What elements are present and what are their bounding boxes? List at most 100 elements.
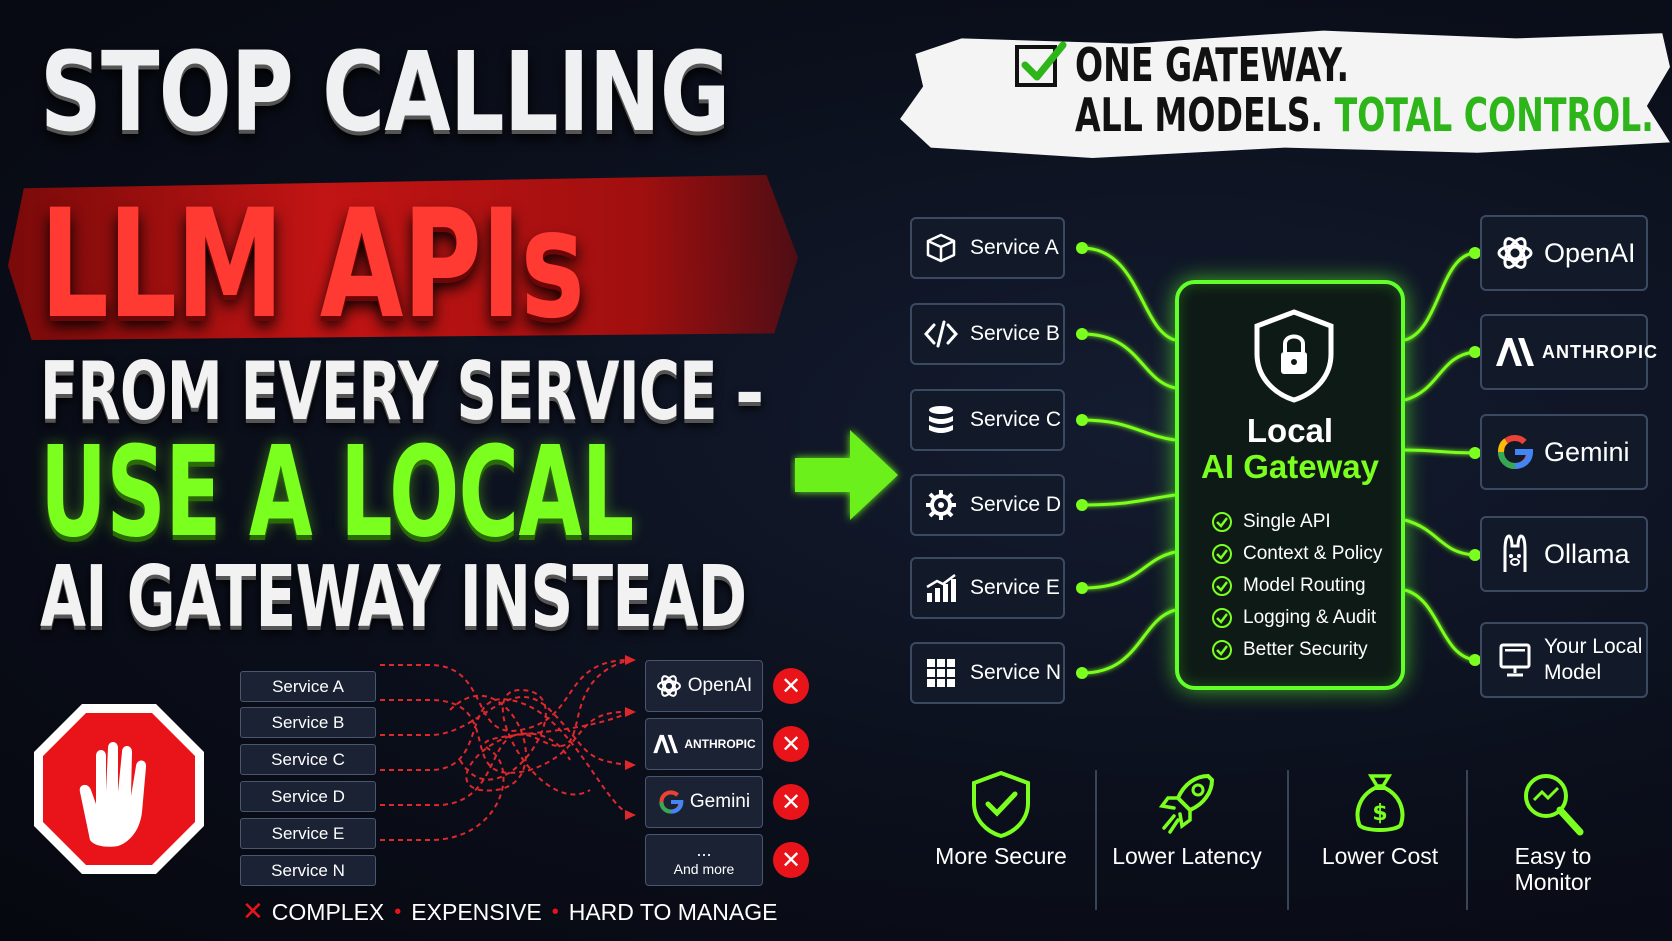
problem-label: COMPLEX — [271, 898, 385, 925]
more-label: And more — [673, 861, 735, 877]
problem-label: EXPENSIVE — [411, 898, 542, 925]
check-circle-icon — [1212, 576, 1232, 596]
service-label: Service D — [970, 493, 1062, 516]
mess-provider-anthropic: ANTHROPIC — [645, 718, 763, 770]
database-icon — [924, 403, 958, 437]
checkbox-icon — [1015, 41, 1067, 87]
divider — [1287, 770, 1289, 910]
provider-gemini-box: Gemini — [1480, 414, 1648, 490]
benefit-label: More Secure — [935, 843, 1067, 869]
gateway-title-2: AI Gateway — [1201, 448, 1379, 485]
x-icon: ✕ — [773, 784, 809, 820]
check-circle-icon — [1212, 544, 1232, 564]
provider-label: Ollama — [1544, 538, 1630, 569]
mess-service-n: Service N — [240, 855, 376, 886]
openai-icon — [1494, 232, 1536, 274]
service-d-box: Service D — [910, 474, 1065, 536]
headline-line-4: USE A LOCAL — [40, 420, 634, 565]
check-circle-icon — [1212, 512, 1232, 532]
red-brush-band — [8, 175, 798, 340]
mess-service-a: Service A — [240, 671, 376, 702]
benefit-lower-cost: $ Lower Cost — [1295, 770, 1465, 869]
mess-service-b: Service B — [240, 707, 376, 738]
headline-line-5: AI GATEWAY INSTEAD — [40, 548, 747, 647]
service-label: Service B — [970, 322, 1060, 345]
feature-item: Model Routing — [1211, 575, 1366, 597]
feature-item: Single API — [1211, 511, 1331, 533]
divider — [1095, 770, 1097, 910]
stop-hand-icon — [34, 704, 204, 874]
code-icon — [924, 317, 958, 351]
feature-label: Context & Policy — [1243, 543, 1383, 564]
banner-line-2a: ALL MODELS. — [1075, 88, 1324, 142]
google-icon — [659, 790, 684, 814]
gateway-title-1: Local — [1246, 412, 1334, 449]
anthropic-icon — [1494, 331, 1534, 373]
grid-icon — [924, 656, 958, 690]
more-dots: ... — [696, 840, 712, 860]
shield-lock-icon — [1254, 309, 1334, 403]
mess-provider-gemini: Gemini — [645, 776, 763, 828]
benefit-more-secure: More Secure — [916, 770, 1086, 869]
x-icon: ✕ — [773, 668, 809, 704]
feature-label: Better Security — [1243, 639, 1368, 660]
computer-icon — [1494, 639, 1536, 681]
chart-icon — [924, 571, 958, 605]
anthropic-icon — [653, 734, 679, 754]
mess-service-d: Service D — [240, 781, 376, 812]
headline-line-1: STOP CALLING — [40, 28, 730, 156]
headline-line-3: FROM EVERY SERVICE – — [40, 345, 764, 438]
problems-footer: ✕ COMPLEX • EXPENSIVE • HARD TO MANAGE — [242, 897, 777, 927]
service-a-box: Service A — [910, 217, 1065, 279]
feature-label: Model Routing — [1243, 575, 1366, 596]
x-icon: ✕ — [773, 726, 809, 762]
benefit-label: Lower Cost — [1321, 843, 1439, 869]
benefit-label: Lower Latency — [1112, 843, 1262, 869]
feature-label: Single API — [1243, 511, 1331, 532]
provider-label: Gemini — [1544, 436, 1630, 467]
service-e-box: Service E — [910, 557, 1065, 619]
provider-anthropic-box: ANTHROPIC — [1480, 314, 1657, 390]
service-label: Service N — [970, 661, 1062, 684]
headline-line-2: LLM APIs — [40, 178, 585, 352]
bullet-icon: • — [551, 900, 559, 923]
service-b-box: Service B — [910, 303, 1065, 365]
feature-label: Logging & Audit — [1243, 607, 1377, 628]
service-c-box: Service C — [910, 389, 1065, 451]
banner-line-2b: TOTAL CONTROL. — [1334, 88, 1654, 142]
money-bag-icon: $ — [1355, 774, 1405, 832]
service-label: Service C — [970, 408, 1062, 431]
check-circle-icon — [1212, 608, 1232, 628]
problem-label: HARD TO MANAGE — [568, 898, 778, 925]
svg-text:$: $ — [1372, 801, 1387, 826]
gear-icon — [924, 488, 958, 522]
shield-check-icon — [972, 770, 1030, 839]
provider-local-model-box: Your Local Model — [1480, 622, 1648, 698]
feature-item: Logging & Audit — [1211, 607, 1376, 629]
provider-label: ANTHROPIC — [1542, 341, 1658, 362]
service-label: Service E — [970, 576, 1060, 599]
rocket-icon — [1158, 773, 1215, 834]
divider — [1466, 770, 1468, 910]
feature-item: Better Security — [1211, 639, 1368, 661]
mess-service-e: Service E — [240, 818, 376, 849]
provider-openai-box: OpenAI — [1480, 215, 1648, 291]
mess-provider-more: ... And more — [645, 834, 763, 886]
check-circle-icon — [1212, 640, 1232, 660]
local-ai-gateway-card: Local AI Gateway Single API Context & Po… — [1175, 280, 1405, 690]
bullet-icon: • — [394, 900, 402, 923]
x-mark-icon: ✕ — [242, 897, 264, 927]
openai-icon — [656, 675, 681, 697]
mess-service-c: Service C — [240, 744, 376, 775]
provider-ollama-box: Ollama — [1480, 516, 1648, 592]
benefit-label: Easy to Monitor — [1514, 843, 1592, 895]
tangled-connections — [380, 655, 636, 841]
banner-line-1: ONE GATEWAY. — [1075, 38, 1350, 92]
benefit-easy-to-monitor: Easy to Monitor — [1468, 770, 1638, 895]
right-arrow-icon — [795, 430, 898, 520]
benefit-lower-latency: Lower Latency — [1102, 770, 1272, 869]
service-label: Service A — [970, 236, 1059, 259]
white-brush-banner — [900, 30, 1670, 158]
ollama-icon — [1494, 533, 1536, 575]
